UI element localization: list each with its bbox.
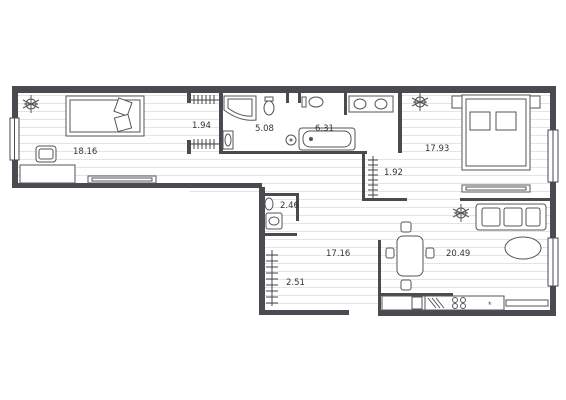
plant-icon <box>452 204 470 222</box>
room-area-closet-left: 1.94 <box>192 121 211 131</box>
window-icon <box>9 117 559 287</box>
room-area-bath-tub-room: 6.31 <box>315 124 334 134</box>
wardrobe-icon <box>191 95 219 149</box>
wardrobe-icon <box>368 156 378 198</box>
dining-table-icon <box>385 221 435 291</box>
room-area-hallway: 17.16 <box>326 249 350 259</box>
bathtub-icon <box>298 127 356 151</box>
chair-icon <box>35 145 57 163</box>
bed-icon <box>451 94 541 171</box>
desk-icon <box>461 184 531 193</box>
room-area-wardrobe: 2.51 <box>286 278 305 288</box>
stove-icon: * <box>381 295 549 311</box>
sink-icon <box>222 130 297 150</box>
room-area-closet-right: 1.92 <box>384 168 403 178</box>
sink-icon <box>348 95 394 113</box>
room-area-wc: 2.46 <box>280 201 299 211</box>
bed-icon <box>65 95 145 137</box>
toilet-icon <box>301 96 324 108</box>
room-area-bathroom: 5.08 <box>255 124 274 134</box>
svg-text:*: * <box>488 300 492 310</box>
room-area-living-kitchen: 20.49 <box>446 249 470 259</box>
room-area-bedroom-left: 18.16 <box>73 147 97 157</box>
toilet-icon <box>264 197 283 230</box>
wardrobe-icon <box>266 250 278 306</box>
plant-icon <box>411 93 429 111</box>
toilet-icon <box>263 96 275 116</box>
room-area-bedroom-right: 17.93 <box>425 144 449 154</box>
desk-icon <box>19 164 157 184</box>
sofa-icon <box>475 203 547 260</box>
room-labels: 18.16 1.94 5.08 6.31 17.93 1.92 2.46 17.… <box>73 121 470 288</box>
plant-icon <box>22 95 40 113</box>
bathtub-icon <box>223 95 257 121</box>
